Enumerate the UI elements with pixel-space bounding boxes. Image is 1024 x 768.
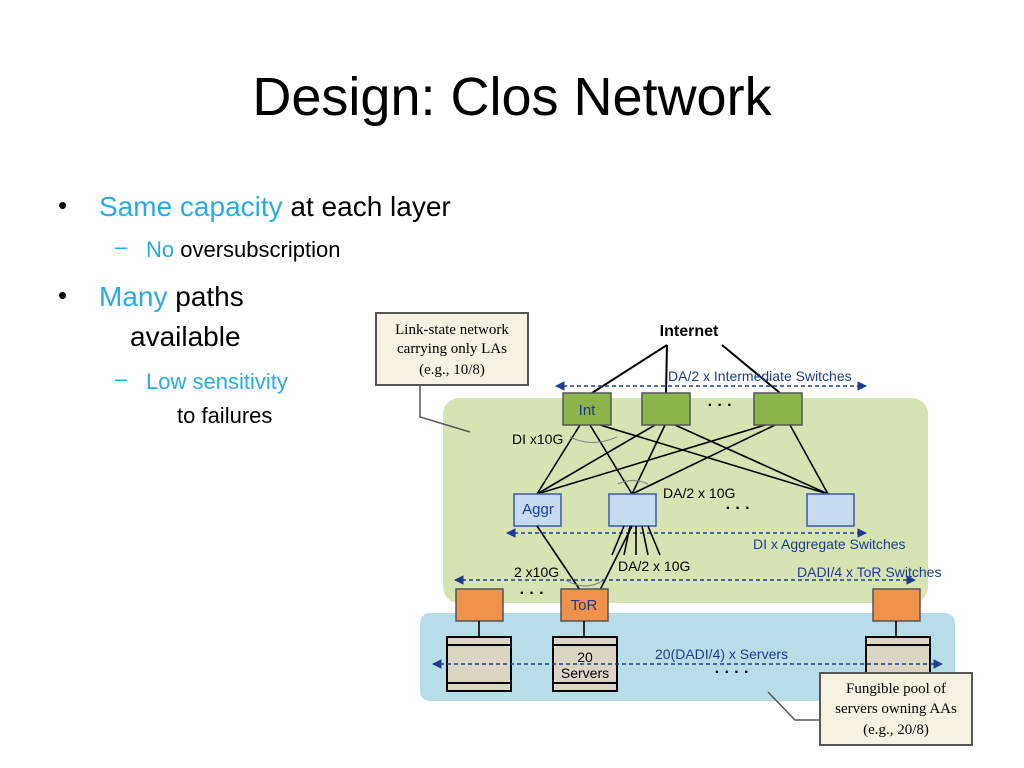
- di-link-arc: [569, 436, 618, 444]
- callout-top-pointer: [419, 385, 471, 433]
- aggr-switch-label: Aggr: [522, 501, 554, 518]
- internet-label: Internet: [660, 323, 719, 340]
- server-ellipsis: · · · ·: [715, 664, 750, 681]
- tor-switch: [872, 588, 921, 622]
- aggr-switch: [608, 493, 657, 527]
- tor-switch: [560, 588, 609, 622]
- di-link-label: DI x10G: [512, 431, 563, 447]
- sub-bullet-1-text: oversubscription: [174, 237, 341, 262]
- callout-bottom-pointer: [767, 691, 820, 721]
- callout-bottom-line3: (e.g., 20/8): [863, 722, 929, 738]
- server-label-count: 20: [577, 649, 593, 665]
- sub-bullet-2-line2: to failures: [177, 403, 273, 428]
- bullet-dot: •: [58, 280, 68, 310]
- bullet-1-text: at each layer: [282, 191, 451, 222]
- bullet-2-text: paths: [167, 281, 244, 312]
- sub-bullet-2-accent: Low sensitivity: [146, 369, 288, 394]
- int-aggr-links: [536, 424, 829, 495]
- int-switch: [562, 392, 612, 426]
- tor-server-links: [478, 621, 897, 637]
- da-link-top-label: DA/2 x 10G: [663, 485, 735, 501]
- server-label-text: Servers: [561, 665, 609, 681]
- callout-top-box: [375, 312, 529, 386]
- da-link-bottom-label: DA/2 x 10G: [618, 558, 690, 574]
- aggregate-count-label: DI x Aggregate Switches: [753, 536, 906, 552]
- bullet-1-accent: Same capacity: [99, 191, 283, 222]
- tor-switch-label: ToR: [571, 597, 598, 614]
- int-switch-label: Int: [579, 402, 597, 419]
- intermediate-count-label: DA/2 x Intermediate Switches: [668, 368, 852, 384]
- tor-switch: [455, 588, 504, 622]
- callout-top-line3: (e.g., 10/8): [419, 362, 485, 378]
- sub-bullet-dash: –: [115, 234, 128, 259]
- bullet-1: Same capacity at each layer: [99, 187, 451, 227]
- bullet-2-line2: available: [130, 321, 241, 352]
- sub-bullet-1: No oversubscription: [146, 234, 340, 266]
- tor-ellipsis: · · ·: [520, 585, 545, 602]
- callout-bottom-box: [819, 672, 973, 746]
- callout-bottom-line1: Fungible pool of: [846, 681, 946, 697]
- aggr-switch: [806, 493, 855, 527]
- da-top-arc: [617, 479, 649, 485]
- int-switch: [753, 392, 803, 426]
- callout-bottom-line2: servers owning AAs: [835, 701, 957, 717]
- sub-bullet-1-accent: No: [146, 237, 175, 262]
- tor-link-left-label: 2 x10G: [514, 564, 559, 580]
- int-ellipsis: · · ·: [708, 397, 733, 414]
- int-switch: [641, 392, 691, 426]
- tor-count-label: DADI/4 x ToR Switches: [797, 564, 941, 580]
- bullet-dot: •: [58, 190, 68, 220]
- sub-bullet-dash: –: [115, 366, 128, 391]
- callout-top-line1: Link-state network: [395, 322, 509, 338]
- bullet-2-accent: Many: [99, 281, 168, 312]
- server-count-label: 20(DADI/4) x Servers: [655, 646, 788, 662]
- slide-title: Design: Clos Network: [252, 67, 772, 127]
- aggr-ellipsis: · · ·: [726, 500, 751, 517]
- bullet-2: Many paths: [99, 277, 244, 317]
- callout-top-line2: carrying only LAs: [397, 341, 507, 357]
